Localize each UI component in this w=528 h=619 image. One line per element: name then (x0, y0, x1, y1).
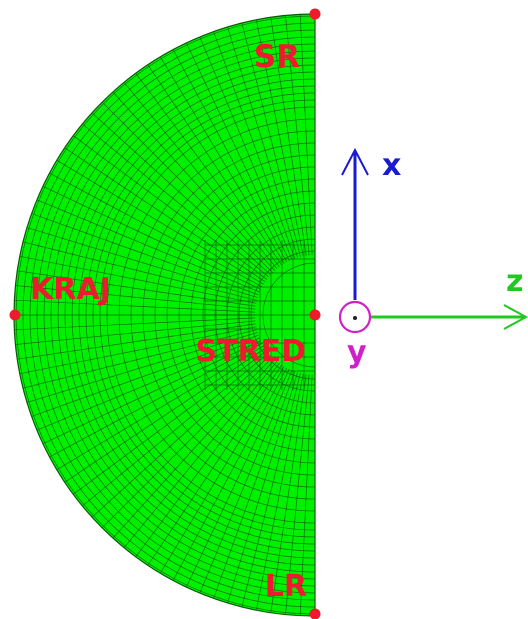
label-y-axis: y (347, 335, 367, 370)
mesh-spoke (31, 213, 259, 296)
mesh-spoke (42, 340, 261, 445)
label-stred: STRED (195, 334, 306, 369)
mesh-spoke (299, 374, 313, 616)
mesh-spoke (172, 367, 288, 581)
label-sr: SR (254, 39, 300, 75)
mesh-spoke (101, 357, 273, 529)
half-disk-outline (13, 13, 316, 617)
mesh-spoke (159, 56, 285, 264)
mesh-spoke (147, 364, 282, 566)
mesh-spoke (19, 326, 257, 375)
mesh-spoke (213, 31, 296, 259)
mesh-spoke (101, 101, 273, 273)
arrow-up-icon (341, 147, 369, 176)
mesh-spoke (123, 361, 278, 548)
label-x-axis: x (382, 148, 401, 183)
mesh-grid (14, 14, 315, 616)
mesh-spoke (172, 49, 288, 263)
arrow-right-icon (503, 304, 528, 330)
mesh-spoke (42, 185, 261, 290)
mesh-spoke (185, 369, 290, 588)
mesh-spoke (255, 19, 304, 257)
mesh-spoke (72, 350, 268, 495)
mesh-spoke (36, 199, 260, 293)
mesh-spoke (241, 22, 301, 257)
mesh-spoke (15, 320, 256, 345)
mesh-spoke (112, 359, 275, 539)
mesh-spoke (64, 348, 266, 483)
marker-bottom (309, 608, 321, 619)
mesh-spoke (64, 147, 266, 282)
mesh-spoke (14, 317, 256, 331)
mesh-spoke (213, 371, 296, 599)
mesh-spoke (255, 373, 304, 611)
mesh-spoke (159, 366, 285, 574)
mesh-spoke (19, 255, 257, 304)
mesh-spoke (82, 352, 269, 507)
mesh-spoke (56, 345, 264, 471)
mesh-spoke (15, 285, 256, 310)
mesh-spoke (227, 372, 298, 604)
mesh-spoke (91, 112, 271, 275)
marker-top (309, 8, 321, 20)
mesh-spoke (91, 355, 271, 518)
mesh-spoke (123, 82, 278, 269)
half-disk-mesh (13, 13, 316, 617)
mesh-spoke (285, 15, 310, 256)
mesh-spoke (135, 72, 280, 268)
mesh-spoke (227, 26, 298, 258)
mesh-spoke (147, 64, 282, 266)
mesh-spoke (299, 14, 313, 256)
mesh-spoke (135, 362, 280, 558)
mesh-spoke (185, 42, 290, 261)
y-axis-dot (353, 316, 357, 320)
mesh-spoke (72, 135, 268, 280)
mesh-spoke (31, 334, 259, 417)
label-lr: LR (265, 569, 307, 604)
mesh-spoke (199, 36, 293, 260)
mesh-spoke (112, 91, 275, 271)
mesh-spoke (270, 374, 307, 613)
mesh-spoke (199, 370, 293, 594)
mesh-spoke (270, 17, 307, 256)
mesh-spoke (82, 123, 269, 278)
label-z-axis: z (506, 264, 523, 299)
axes-triad: x z y (338, 147, 528, 370)
marker-center (309, 309, 321, 321)
label-kraj: KRAJ (30, 272, 111, 307)
mesh-spoke (22, 329, 257, 389)
mesh-spoke (241, 373, 301, 608)
mesh-spoke (26, 332, 258, 403)
mesh-spoke (26, 227, 258, 298)
mesh-spoke (14, 299, 256, 313)
marker-left (9, 309, 21, 321)
mesh-spoke (285, 374, 310, 615)
mesh-spoke (22, 241, 257, 301)
mesh-spoke (36, 337, 260, 431)
mesh-spoke (56, 159, 264, 285)
